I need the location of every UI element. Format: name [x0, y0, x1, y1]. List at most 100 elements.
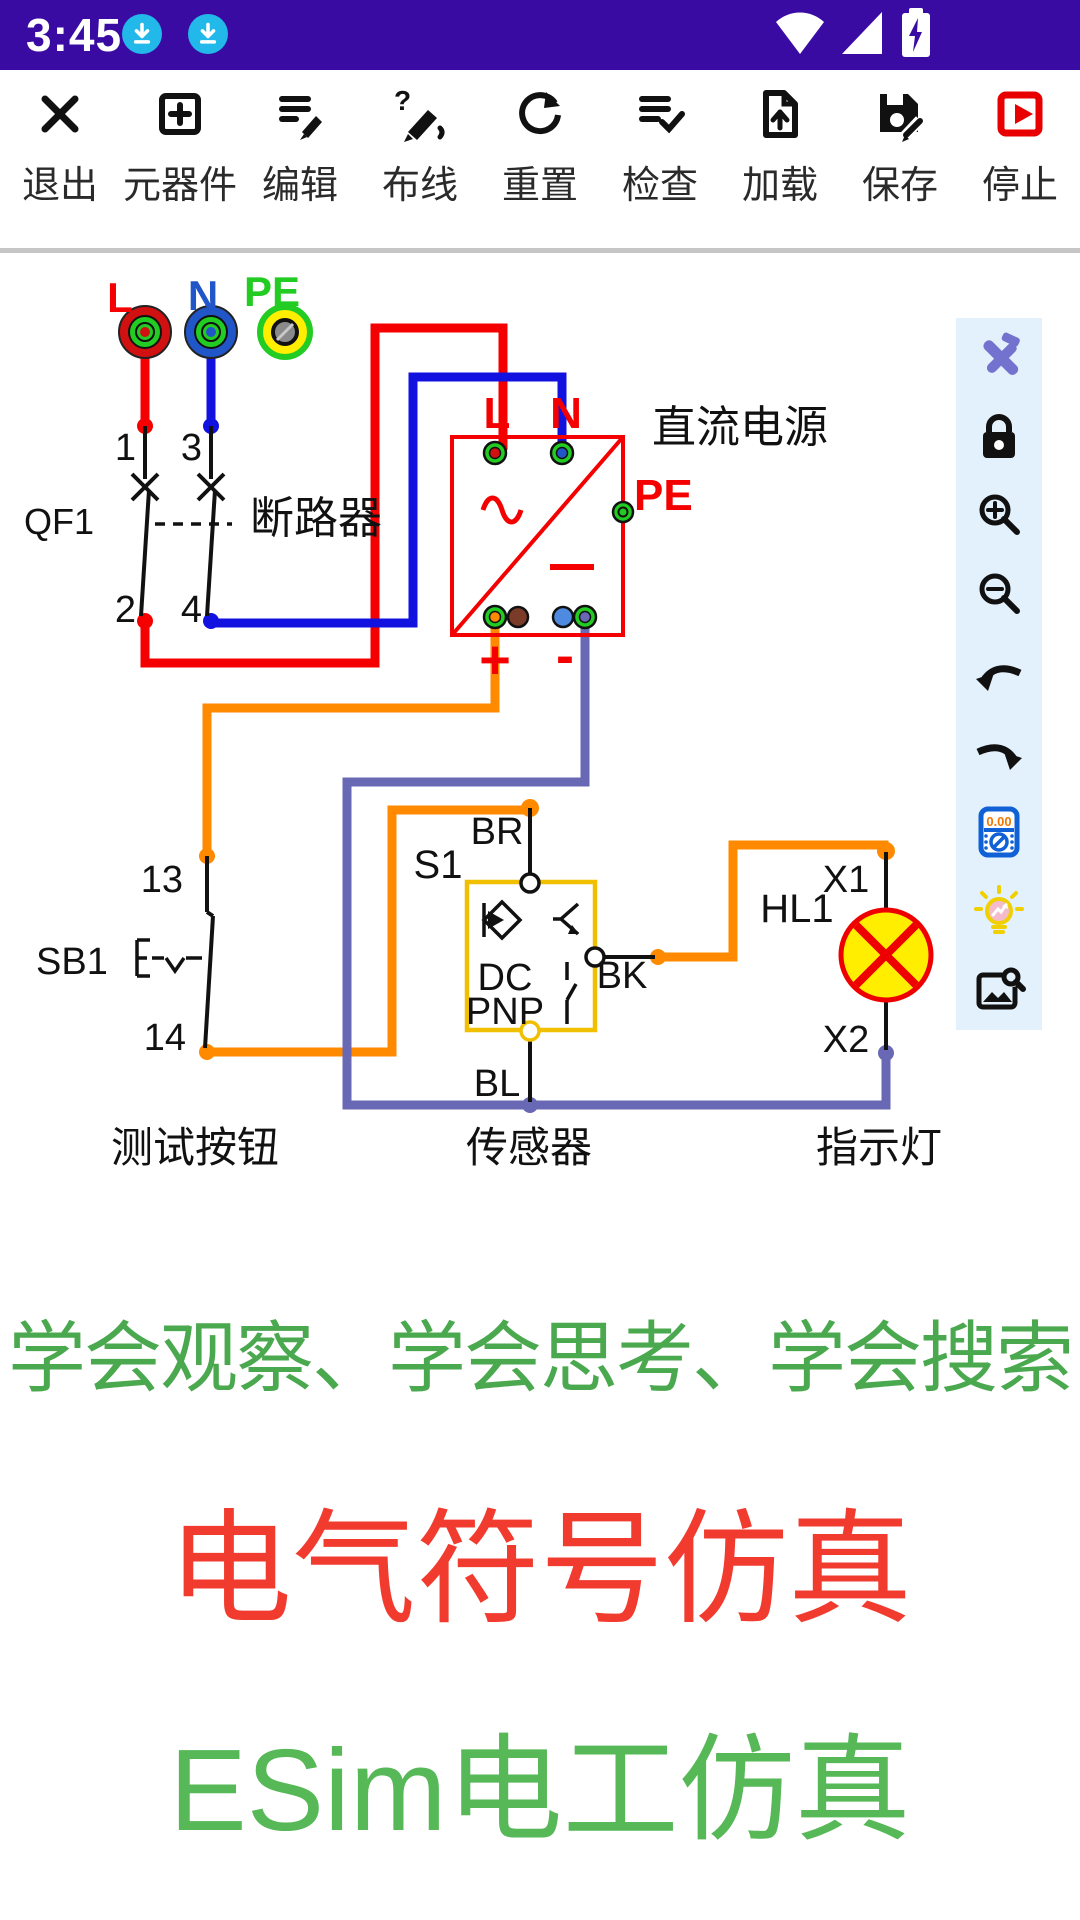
components-label: 元器件 [122, 165, 237, 207]
svg-text:?: ? [394, 86, 411, 116]
load-label: 加载 [741, 165, 818, 207]
save-label: 保存 [861, 165, 938, 207]
tools-icon [983, 332, 1020, 376]
edit-label: 编辑 [261, 165, 338, 207]
lamp-ref: HL1 [760, 887, 833, 931]
status-icons [776, 8, 930, 57]
redo-icon [976, 744, 1022, 770]
sensor-type-dc: DC [478, 957, 533, 999]
simulation-tools-button[interactable] [971, 330, 1027, 386]
button-ref: SB1 [36, 941, 108, 983]
psu-minus-label: - [556, 626, 574, 686]
reset-button[interactable]: 重置 [480, 86, 600, 209]
stop-label: 停止 [981, 165, 1058, 207]
bulb-icon [974, 885, 1024, 934]
lamp-name: 指示灯 [816, 1124, 942, 1171]
add-component-icon [159, 93, 201, 135]
check-button[interactable]: 检查 [600, 86, 720, 209]
wifi-icon [776, 12, 824, 54]
sensor-pin-bl: BL [474, 1063, 520, 1105]
ac-symbol [480, 495, 524, 525]
schematic-canvas[interactable]: L N PE 1 3 2 4 QF1 断路器 [0, 258, 1080, 1183]
slogan-line: 学会观察、学会思考、学会搜索 [7, 1314, 1074, 1402]
hint-bulb-button[interactable] [971, 883, 1027, 939]
undo-icon [976, 665, 1022, 691]
app-title: ESim电工仿真 [169, 1725, 911, 1855]
exit-label: 退出 [21, 165, 98, 207]
meter-display: 0.00 [986, 814, 1011, 829]
exit-button[interactable]: 退出 [0, 86, 120, 209]
breaker-pin-2: 2 [115, 589, 136, 631]
sensor-ref: S1 [414, 843, 463, 887]
battery-charging-icon [902, 8, 930, 57]
psu-pe-label: PE [634, 471, 693, 520]
breaker-qf1[interactable]: 1 3 2 4 QF1 断路器 [24, 426, 382, 631]
breaker-pin-4: 4 [181, 589, 202, 631]
save-button[interactable]: 保存 [840, 86, 960, 209]
close-icon [41, 95, 79, 133]
clock: 3:45 [26, 9, 123, 61]
button-pin-13: 13 [141, 859, 183, 901]
psu-l-label: L [484, 389, 511, 438]
breaker-name: 断路器 [250, 494, 382, 543]
button-pin-14: 14 [144, 1017, 186, 1059]
check-label: 检查 [621, 165, 698, 207]
breaker-pin-3: 3 [181, 427, 202, 469]
multimeter-button[interactable]: 0.00 [971, 804, 1027, 860]
psu-n-label: N [550, 389, 582, 438]
multimeter-icon: 0.00 [978, 806, 1020, 858]
lamp-pin-x2: X2 [823, 1019, 869, 1061]
components-button[interactable]: 元器件 [120, 86, 240, 209]
stop-button[interactable]: 停止 [960, 86, 1080, 209]
wiring-button[interactable]: ? 布线 [360, 86, 480, 209]
psu-plus-label: + [479, 630, 511, 690]
lock-icon [983, 414, 1015, 458]
zoom-out-button[interactable] [971, 567, 1027, 623]
load-file-icon [763, 90, 798, 138]
app-subtitle: 电气符号仿真 [167, 1501, 912, 1639]
supply-terminal-n[interactable]: N [184, 272, 238, 359]
stop-icon [997, 91, 1043, 137]
indicator-lamp-hl1[interactable]: X1 HL1 X2 指示灯 [760, 852, 942, 1171]
proximity-symbol [481, 899, 580, 1024]
download-notification-icon [122, 14, 162, 54]
sensor-pin-br: BR [471, 811, 524, 853]
wire-minus-violet[interactable] [342, 617, 891, 1110]
zoom-out-icon [979, 573, 1020, 614]
load-button[interactable]: 加载 [720, 86, 840, 209]
wire-neutral-blue[interactable] [206, 332, 567, 628]
edit-button[interactable]: 编辑 [240, 86, 360, 209]
download-notification-icon [188, 14, 228, 54]
save-icon [880, 94, 925, 142]
supply-terminal-pe[interactable]: PE [244, 268, 313, 360]
sensor-name: 传感器 [466, 1124, 592, 1171]
image-search-icon [976, 967, 1026, 1010]
undo-button[interactable] [971, 646, 1027, 702]
side-toolbar: 0.00 [956, 318, 1042, 1030]
zoom-in-button[interactable] [971, 488, 1027, 544]
signal-icon [842, 12, 882, 54]
terminal-l-label: L [107, 274, 133, 321]
terminal-pe-label: PE [244, 268, 300, 315]
sensor-pin-bk: BK [597, 955, 648, 997]
dc-power-supply[interactable]: L N PE + - 直流电源 [450, 389, 828, 690]
psu-name: 直流电源 [652, 403, 828, 452]
export-image-button[interactable] [971, 962, 1027, 1018]
wiring-label: 布线 [381, 165, 458, 207]
breaker-ref: QF1 [24, 501, 94, 542]
reset-label: 重置 [501, 165, 578, 207]
check-list-icon [639, 96, 685, 134]
edit-list-icon [279, 96, 322, 140]
reset-icon [519, 92, 561, 135]
redo-button[interactable] [971, 725, 1027, 781]
sensor-type-pnp: PNP [466, 991, 544, 1033]
lamp-pin-x1: X1 [823, 859, 869, 901]
wire-plus-orange[interactable] [202, 617, 889, 1057]
zoom-in-icon [979, 494, 1020, 535]
sensor-s1[interactable]: BR S1 DC PNP BK BL 传感器 [414, 808, 655, 1171]
push-button-sb1[interactable]: 13 14 SB1 测试按钮 [36, 856, 279, 1171]
supply-terminal-l[interactable]: L [107, 274, 172, 359]
main-toolbar: 退出 元器件 编辑 ? 布线 重置 [0, 70, 1080, 253]
lock-button[interactable] [971, 409, 1027, 465]
status-bar: 3:45 [0, 0, 1080, 70]
